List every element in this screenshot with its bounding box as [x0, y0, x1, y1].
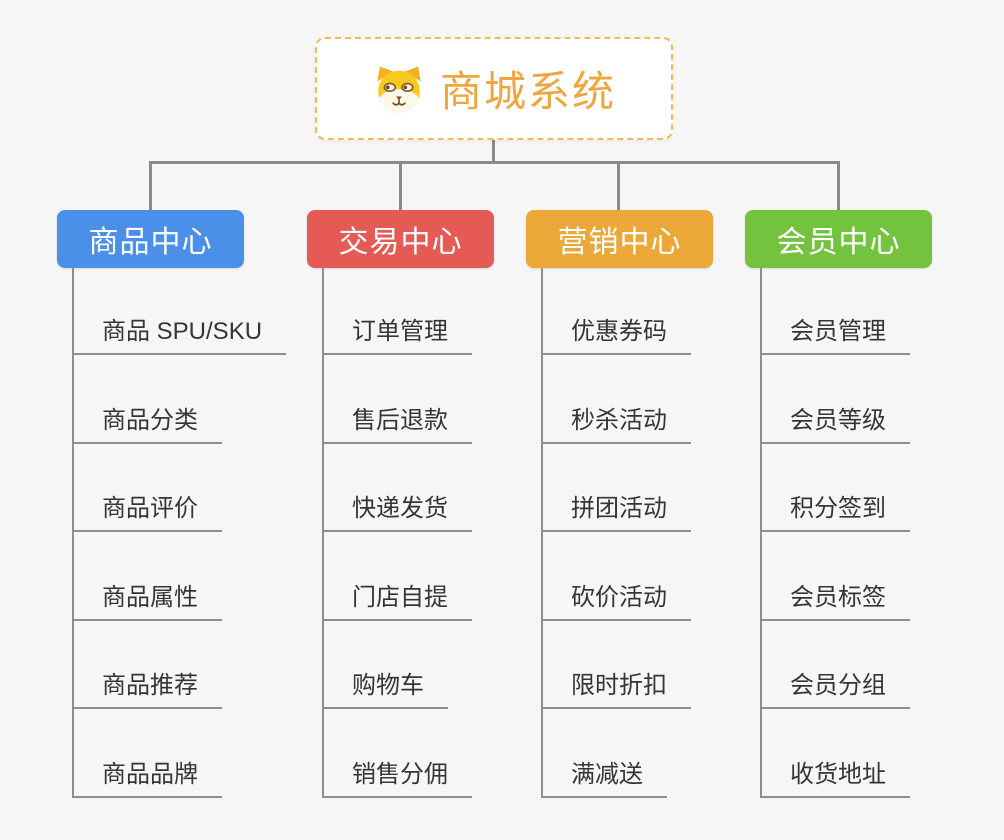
topic-product-brand[interactable]: 商品品牌 [72, 760, 222, 798]
drop-connector-member [837, 161, 840, 210]
topic-group-buy[interactable]: 拼团活动 [541, 494, 691, 532]
topic-full-reduction[interactable]: 满减送 [541, 760, 667, 798]
branch-bus-connector [149, 161, 840, 164]
topic-member-level[interactable]: 会员等级 [760, 406, 910, 444]
topic-product-review[interactable]: 商品评价 [72, 494, 222, 532]
drop-connector-marketing [617, 161, 620, 210]
topic-sales-commission[interactable]: 销售分佣 [322, 760, 472, 798]
topic-express-delivery[interactable]: 快递发货 [322, 494, 472, 532]
root-stem-connector [492, 140, 495, 163]
topic-coupon-code[interactable]: 优惠券码 [541, 317, 691, 355]
root-topic[interactable]: 商城系统 [315, 37, 673, 140]
branch-trunk-marketing [541, 268, 543, 798]
topic-member-tag[interactable]: 会员标签 [760, 583, 910, 621]
topic-shopping-cart[interactable]: 购物车 [322, 671, 448, 709]
topic-member-management[interactable]: 会员管理 [760, 317, 910, 355]
branch-member-center: 会员中心 会员管理 会员等级 积分签到 会员标签 会员分组 收货地址 [745, 210, 932, 798]
branch-header-trade[interactable]: 交易中心 [307, 210, 494, 268]
topic-product-attribute[interactable]: 商品属性 [72, 583, 222, 621]
branch-header-marketing[interactable]: 营销中心 [526, 210, 713, 268]
root-topic-title: 商城系统 [439, 68, 616, 115]
topic-flash-sale[interactable]: 秒杀活动 [541, 406, 691, 444]
branch-trunk-product [72, 268, 74, 798]
topic-product-category[interactable]: 商品分类 [72, 406, 222, 444]
drop-connector-product [149, 161, 152, 210]
topic-store-pickup[interactable]: 门店自提 [322, 583, 472, 621]
branch-header-product[interactable]: 商品中心 [57, 210, 244, 268]
topic-product-recommend[interactable]: 商品推荐 [72, 671, 222, 709]
branch-marketing-center: 营销中心 优惠券码 秒杀活动 拼团活动 砍价活动 限时折扣 满减送 [526, 210, 713, 798]
topic-limited-discount[interactable]: 限时折扣 [541, 671, 691, 709]
topic-bargain-activity[interactable]: 砍价活动 [541, 583, 691, 621]
topic-points-checkin[interactable]: 积分签到 [760, 494, 910, 532]
branch-header-member[interactable]: 会员中心 [745, 210, 932, 268]
topic-order-management[interactable]: 订单管理 [322, 317, 472, 355]
topic-product-spu-sku[interactable]: 商品 SPU/SKU [72, 317, 287, 355]
branch-trunk-member [760, 268, 762, 798]
branch-trade-center: 交易中心 订单管理 售后退款 快递发货 门店自提 购物车 销售分佣 [307, 210, 494, 798]
dog-face-icon [377, 66, 421, 112]
branch-trunk-trade [322, 268, 324, 798]
topic-member-group[interactable]: 会员分组 [760, 671, 910, 709]
branch-product-center: 商品中心 商品 SPU/SKU 商品分类 商品评价 商品属性 商品推荐 商品品牌 [57, 210, 287, 798]
topic-shipping-address[interactable]: 收货地址 [760, 760, 910, 798]
drop-connector-trade [399, 161, 402, 210]
topic-aftersale-refund[interactable]: 售后退款 [322, 406, 472, 444]
